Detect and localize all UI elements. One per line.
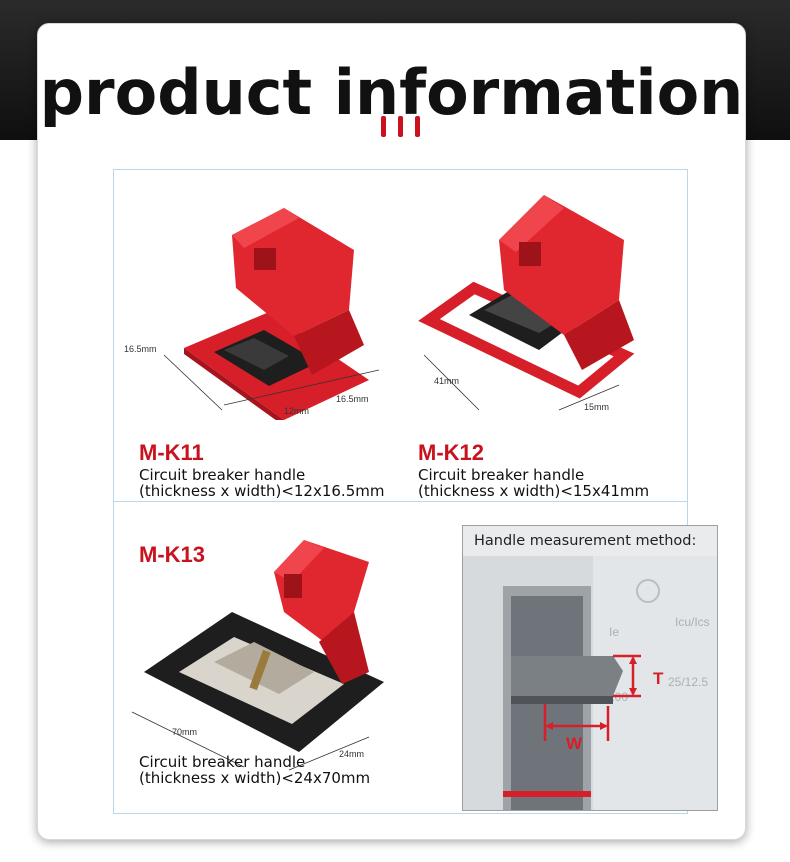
page-title: product information — [39, 56, 744, 129]
mk12-model: M-K12 — [418, 440, 485, 465]
product-card: product information 16.5mm — [37, 23, 746, 840]
measurement-title: Handle measurement method: — [463, 526, 717, 556]
mk11-dim-a: 16.5mm — [124, 344, 157, 354]
mk11-dim-c: 16.5mm — [336, 394, 369, 404]
panel-text-ie: Ie — [609, 625, 619, 639]
mk12-desc-line2: (thickness x width)<15x41mm — [418, 482, 650, 500]
measure-label-t: T — [653, 669, 664, 688]
grid-divider — [114, 501, 687, 502]
product-grid: 16.5mm 12mm 16.5mm M-K11 Circuit breaker… — [113, 169, 718, 815]
mk13-desc-line1: Circuit breaker handle — [139, 753, 306, 771]
mk13-dim-b: 24mm — [339, 749, 364, 759]
mk12-dim-b: 15mm — [584, 402, 609, 412]
product-cell-mk12: 41mm 15mm M-K12 Circuit breaker handle (… — [404, 170, 689, 501]
product-cell-mk11: 16.5mm 12mm 16.5mm M-K11 Circuit breaker… — [114, 170, 404, 501]
mk12-dim-a: 41mm — [434, 376, 459, 386]
mk13-dim-a: 70mm — [172, 727, 197, 737]
product-cell-mk13: M-K13 70mm 24mm Circuit breaker handle (… — [114, 502, 444, 815]
title-divider-icon — [381, 116, 421, 138]
panel-text-icu: Icu/Ics — [675, 615, 710, 629]
mk13-desc-line2: (thickness x width)<24x70mm — [139, 769, 371, 787]
mk11-desc-line1: Circuit breaker handle — [139, 466, 306, 484]
mk12-lock-image: 41mm 15mm — [418, 195, 635, 412]
mk11-dim-b: 12mm — [284, 406, 309, 416]
measurement-panel: Handle measurement method: Ie Icu/Ics 25… — [462, 525, 718, 811]
mk11-model: M-K11 — [139, 440, 204, 465]
panel-text-rating: 25/12.5 — [668, 675, 708, 689]
mk12-desc-line1: Circuit breaker handle — [418, 466, 585, 484]
mk13-model: M-K13 — [139, 542, 206, 567]
mk11-desc-line2: (thickness x width)<12x16.5mm — [139, 482, 385, 500]
measurement-diagram: Ie Icu/Ics 25/12.5 100 T — [463, 556, 717, 810]
mk13-lock-image: 70mm 24mm — [131, 540, 384, 771]
mk11-lock-image: 16.5mm 12mm 16.5mm — [124, 208, 380, 420]
measure-label-w: W — [566, 734, 583, 753]
